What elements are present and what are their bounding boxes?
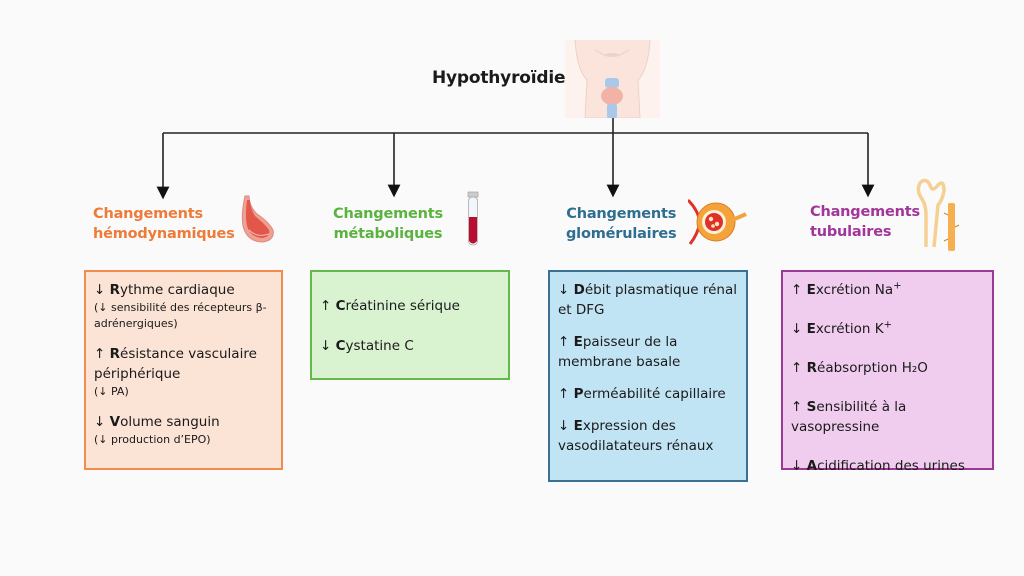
box-glomerular: ↓ Débit plasmatique rénal et DFG ↑ Epais… — [548, 270, 748, 482]
list-item: ↓ Volume sanguin (↓ production d’EPO) — [94, 412, 273, 448]
item-text: erméabilité capillaire — [583, 386, 726, 402]
nephron-tubule-icon — [916, 178, 960, 251]
item-initial: C — [335, 298, 346, 314]
blood-tube-icon — [467, 191, 479, 246]
item-initial: R — [109, 346, 121, 362]
box-hemodynamic: ↓ Rythme cardiaque (↓ sensibilité des ré… — [84, 270, 283, 470]
item-initial: A — [806, 458, 818, 474]
item-initial: E — [573, 334, 583, 350]
heading-line: Changements — [93, 206, 203, 222]
box-tubular: ↑ Excrétion Na+ ↓ Excrétion K+ ↑ Réabsor… — [781, 270, 994, 474]
list-item: ↓ Débit plasmatique rénal et DFG — [558, 280, 738, 320]
arrow-down-icon: ↓ — [320, 338, 332, 354]
diagram-title: Hypothyroïdie — [432, 68, 566, 88]
item-initial: E — [806, 321, 816, 337]
item-initial: P — [573, 386, 584, 402]
list-item: ↑ Sensibilité à la vasopressine — [791, 397, 984, 437]
list-item: ↑ Résistance vasculaire périphérique (↓ … — [94, 344, 273, 400]
arrow-up-icon: ↑ — [558, 386, 570, 402]
box-metabolic: ↑ Créatinine sérique ↓ Cystatine C — [310, 270, 510, 380]
list-item: ↓ Acidification des urines — [791, 456, 984, 476]
list-item: ↓ Excrétion K+ — [791, 319, 984, 339]
item-initial: R — [806, 360, 818, 376]
list-item: ↓ Rythme cardiaque (↓ sensibilité des ré… — [94, 280, 273, 332]
item-text: ésistance vasculaire périphérique — [94, 346, 257, 382]
item-initial: E — [573, 418, 583, 434]
list-item: ↓ Expression des vasodilatateurs rénaux — [558, 416, 738, 456]
heading-line: Changements — [333, 206, 443, 222]
arrow-down-icon: ↓ — [94, 282, 106, 298]
arrow-down-icon: ↓ — [558, 418, 570, 434]
list-item: ↑ Réabsorption H₂O — [791, 358, 984, 378]
item-text: ythme cardiaque — [120, 282, 235, 298]
item-initial: R — [109, 282, 121, 298]
item-initial: C — [335, 338, 346, 354]
glomerulus-icon — [688, 198, 747, 245]
arrow-up-icon: ↑ — [791, 282, 803, 298]
arrow-up-icon: ↑ — [558, 334, 570, 350]
item-text: paisseur de la membrane basale — [558, 334, 681, 370]
arrow-up-icon: ↑ — [791, 399, 803, 415]
item-text: éabsorption H₂O — [817, 360, 928, 376]
heading-hemodynamic: Changements hémodynamiques — [93, 204, 235, 244]
heading-line: tubulaires — [810, 224, 892, 240]
item-text: xpression des vasodilatateurs rénaux — [558, 418, 714, 454]
item-text: ensibilité à la vasopressine — [791, 399, 907, 435]
heading-tubular: Changements tubulaires — [810, 202, 920, 242]
heading-line: hémodynamiques — [93, 226, 235, 242]
arrow-down-icon: ↓ — [791, 458, 803, 474]
item-initial: S — [806, 399, 817, 415]
heading-line: Changements — [810, 204, 920, 220]
heading-metabolic: Changements métaboliques — [333, 204, 443, 244]
item-text: xcrétion Na — [815, 282, 894, 298]
item-initial: D — [573, 282, 585, 298]
arrow-down-icon: ↓ — [94, 414, 106, 430]
heading-line: métaboliques — [333, 226, 443, 242]
item-initial: E — [806, 282, 816, 298]
neck-thyroid-icon — [565, 40, 660, 118]
item-text: ébit plasmatique rénal et DFG — [558, 282, 737, 318]
item-text: xcrétion K — [815, 321, 884, 337]
arrow-up-icon: ↑ — [94, 346, 106, 362]
list-item: ↓ Cystatine C — [320, 336, 500, 356]
item-note: (↓ production d’EPO) — [94, 433, 211, 446]
item-note: (↓ PA) — [94, 385, 129, 398]
arrow-up-icon: ↑ — [791, 360, 803, 376]
arrow-down-icon: ↓ — [558, 282, 570, 298]
list-item: ↑ Perméabilité capillaire — [558, 384, 738, 404]
superscript: + — [883, 319, 892, 331]
arrow-down-icon: ↓ — [791, 321, 803, 337]
heading-line: glomérulaires — [566, 226, 677, 242]
heading-line: Changements — [566, 206, 677, 222]
item-note: (↓ sensibilité des récepteurs β-adrénerg… — [94, 301, 267, 330]
heading-glomerular: Changements glomérulaires — [566, 204, 677, 244]
item-text: ystatine C — [345, 338, 414, 354]
list-item: ↑ Créatinine sérique — [320, 296, 500, 316]
blood-vessel-icon — [241, 195, 274, 243]
item-text: olume sanguin — [120, 414, 220, 430]
item-text: réatinine sérique — [345, 298, 460, 314]
list-item: ↑ Epaisseur de la membrane basale — [558, 332, 738, 372]
arrow-up-icon: ↑ — [320, 298, 332, 314]
item-initial: V — [109, 414, 121, 430]
list-item: ↑ Excrétion Na+ — [791, 280, 984, 300]
item-text: cidification des urines — [817, 458, 965, 474]
superscript: + — [893, 280, 902, 292]
